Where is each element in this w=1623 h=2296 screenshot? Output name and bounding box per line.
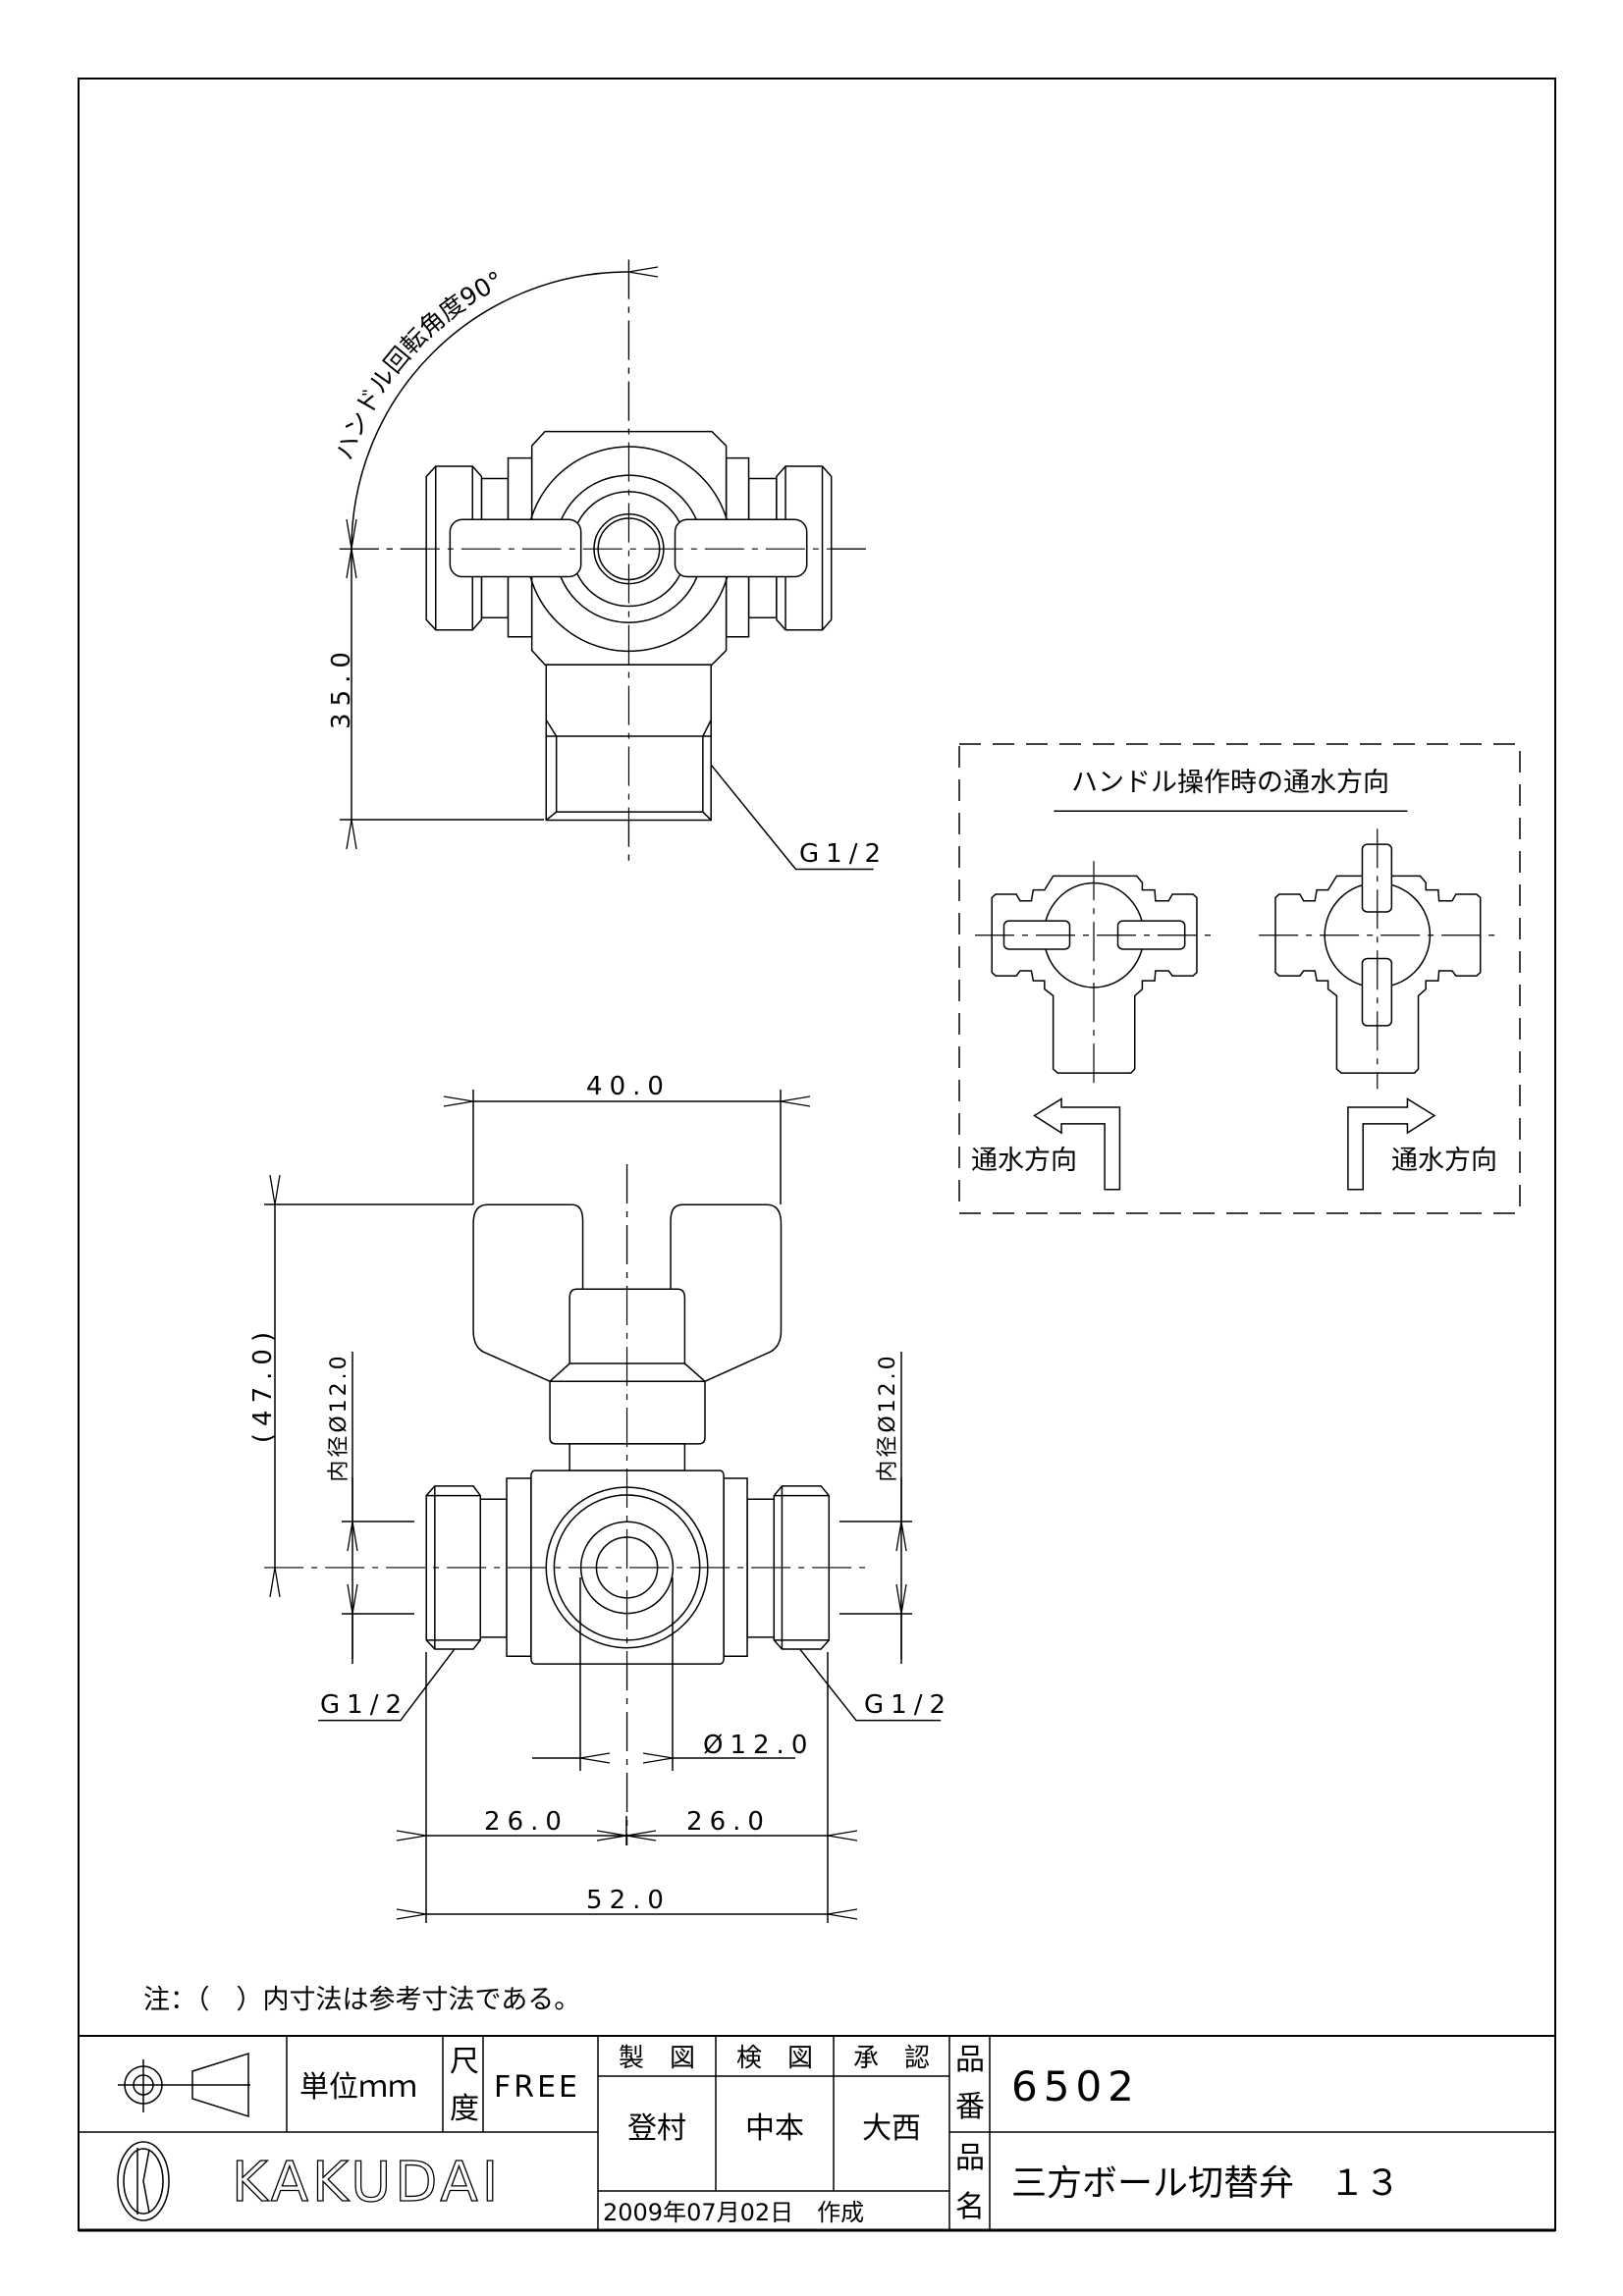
checked-header: 検 図: [736, 2044, 813, 2073]
projection-symbol-icon: [118, 2052, 250, 2118]
approved-header: 承 認: [853, 2044, 930, 2073]
part-name-label-2: 名: [955, 2190, 985, 2224]
total-length: 52.0: [586, 1886, 671, 1915]
top-view: ハンドル回転角度90° 35.0 G1/2: [327, 260, 888, 870]
checked-by: 中本: [745, 2111, 804, 2146]
part-name: 三方ボール切替弁 １３: [1011, 2163, 1400, 2204]
creation-date: 2009年07月02日 作成: [603, 2199, 864, 2226]
top-thread-label: G1/2: [799, 839, 888, 869]
thread-left-label: G1/2: [320, 1690, 408, 1720]
rotation-arc: [352, 272, 628, 549]
thread-right-label: G1/2: [864, 1690, 952, 1720]
valve-outline-left: [992, 876, 1197, 1073]
height-dim: 35.0: [327, 645, 356, 729]
legend-title: ハンドル操作時の通水方向: [1071, 768, 1389, 798]
valve-outline-right: [1275, 876, 1481, 1073]
handle-right: [676, 519, 807, 576]
flow-direction-legend: ハンドル操作時の通水方向 通水方向 通水方向: [958, 743, 1521, 1214]
reference-note: 注：（ ）内寸法は参考寸法である。: [143, 1985, 580, 2015]
half-length-left: 26.0: [484, 1807, 568, 1837]
handle-left: [450, 519, 580, 576]
scale-value: FREE: [494, 2070, 580, 2105]
part-name-label-1: 品: [955, 2141, 985, 2175]
title-block: 単位ｍｍ 尺 度 FREE 製 図 検 図 承 認 登村 中本 大西 2009年…: [79, 2035, 1555, 2232]
handle-width-dim: 40.0: [586, 1072, 671, 1101]
sheet-border: [78, 78, 1556, 2231]
bore-dim: Ø12.0: [703, 1731, 814, 1760]
unit-label: 単位ｍｍ: [299, 2070, 417, 2105]
approved-by: 大西: [862, 2111, 921, 2146]
inner-dia-left: 内径Ø12.0: [327, 1353, 352, 1481]
half-length-right: 26.0: [686, 1807, 771, 1837]
kakudai-logo-icon: [117, 2141, 170, 2221]
flow-arrow-right: [1348, 1099, 1434, 1190]
drawn-header: 製 図: [619, 2044, 695, 2073]
part-no-label-1: 品: [955, 2043, 985, 2077]
flow-arrow-left: [1034, 1099, 1119, 1190]
rotation-label: ハンドル回転角度90°: [330, 266, 508, 464]
legend-right-label: 通水方向: [1391, 1146, 1497, 1176]
drawn-by: 登村: [627, 2111, 686, 2146]
reference-height-dim: (47.0): [248, 1325, 278, 1443]
scale-label-1: 尺: [450, 2045, 479, 2079]
company-name: KAKUDAI: [232, 2151, 502, 2215]
inner-dia-right: 内径Ø12.0: [876, 1353, 900, 1481]
front-view: 40.0 (47.0) 内径Ø12.0 内径Ø12.0 G1/2 G1/2 Ø1…: [248, 1072, 952, 1923]
part-no-label-2: 番: [955, 2090, 985, 2124]
legend-left-label: 通水方向: [971, 1146, 1077, 1176]
scale-label-2: 度: [450, 2092, 479, 2126]
part-number: 6502: [1011, 2062, 1140, 2110]
